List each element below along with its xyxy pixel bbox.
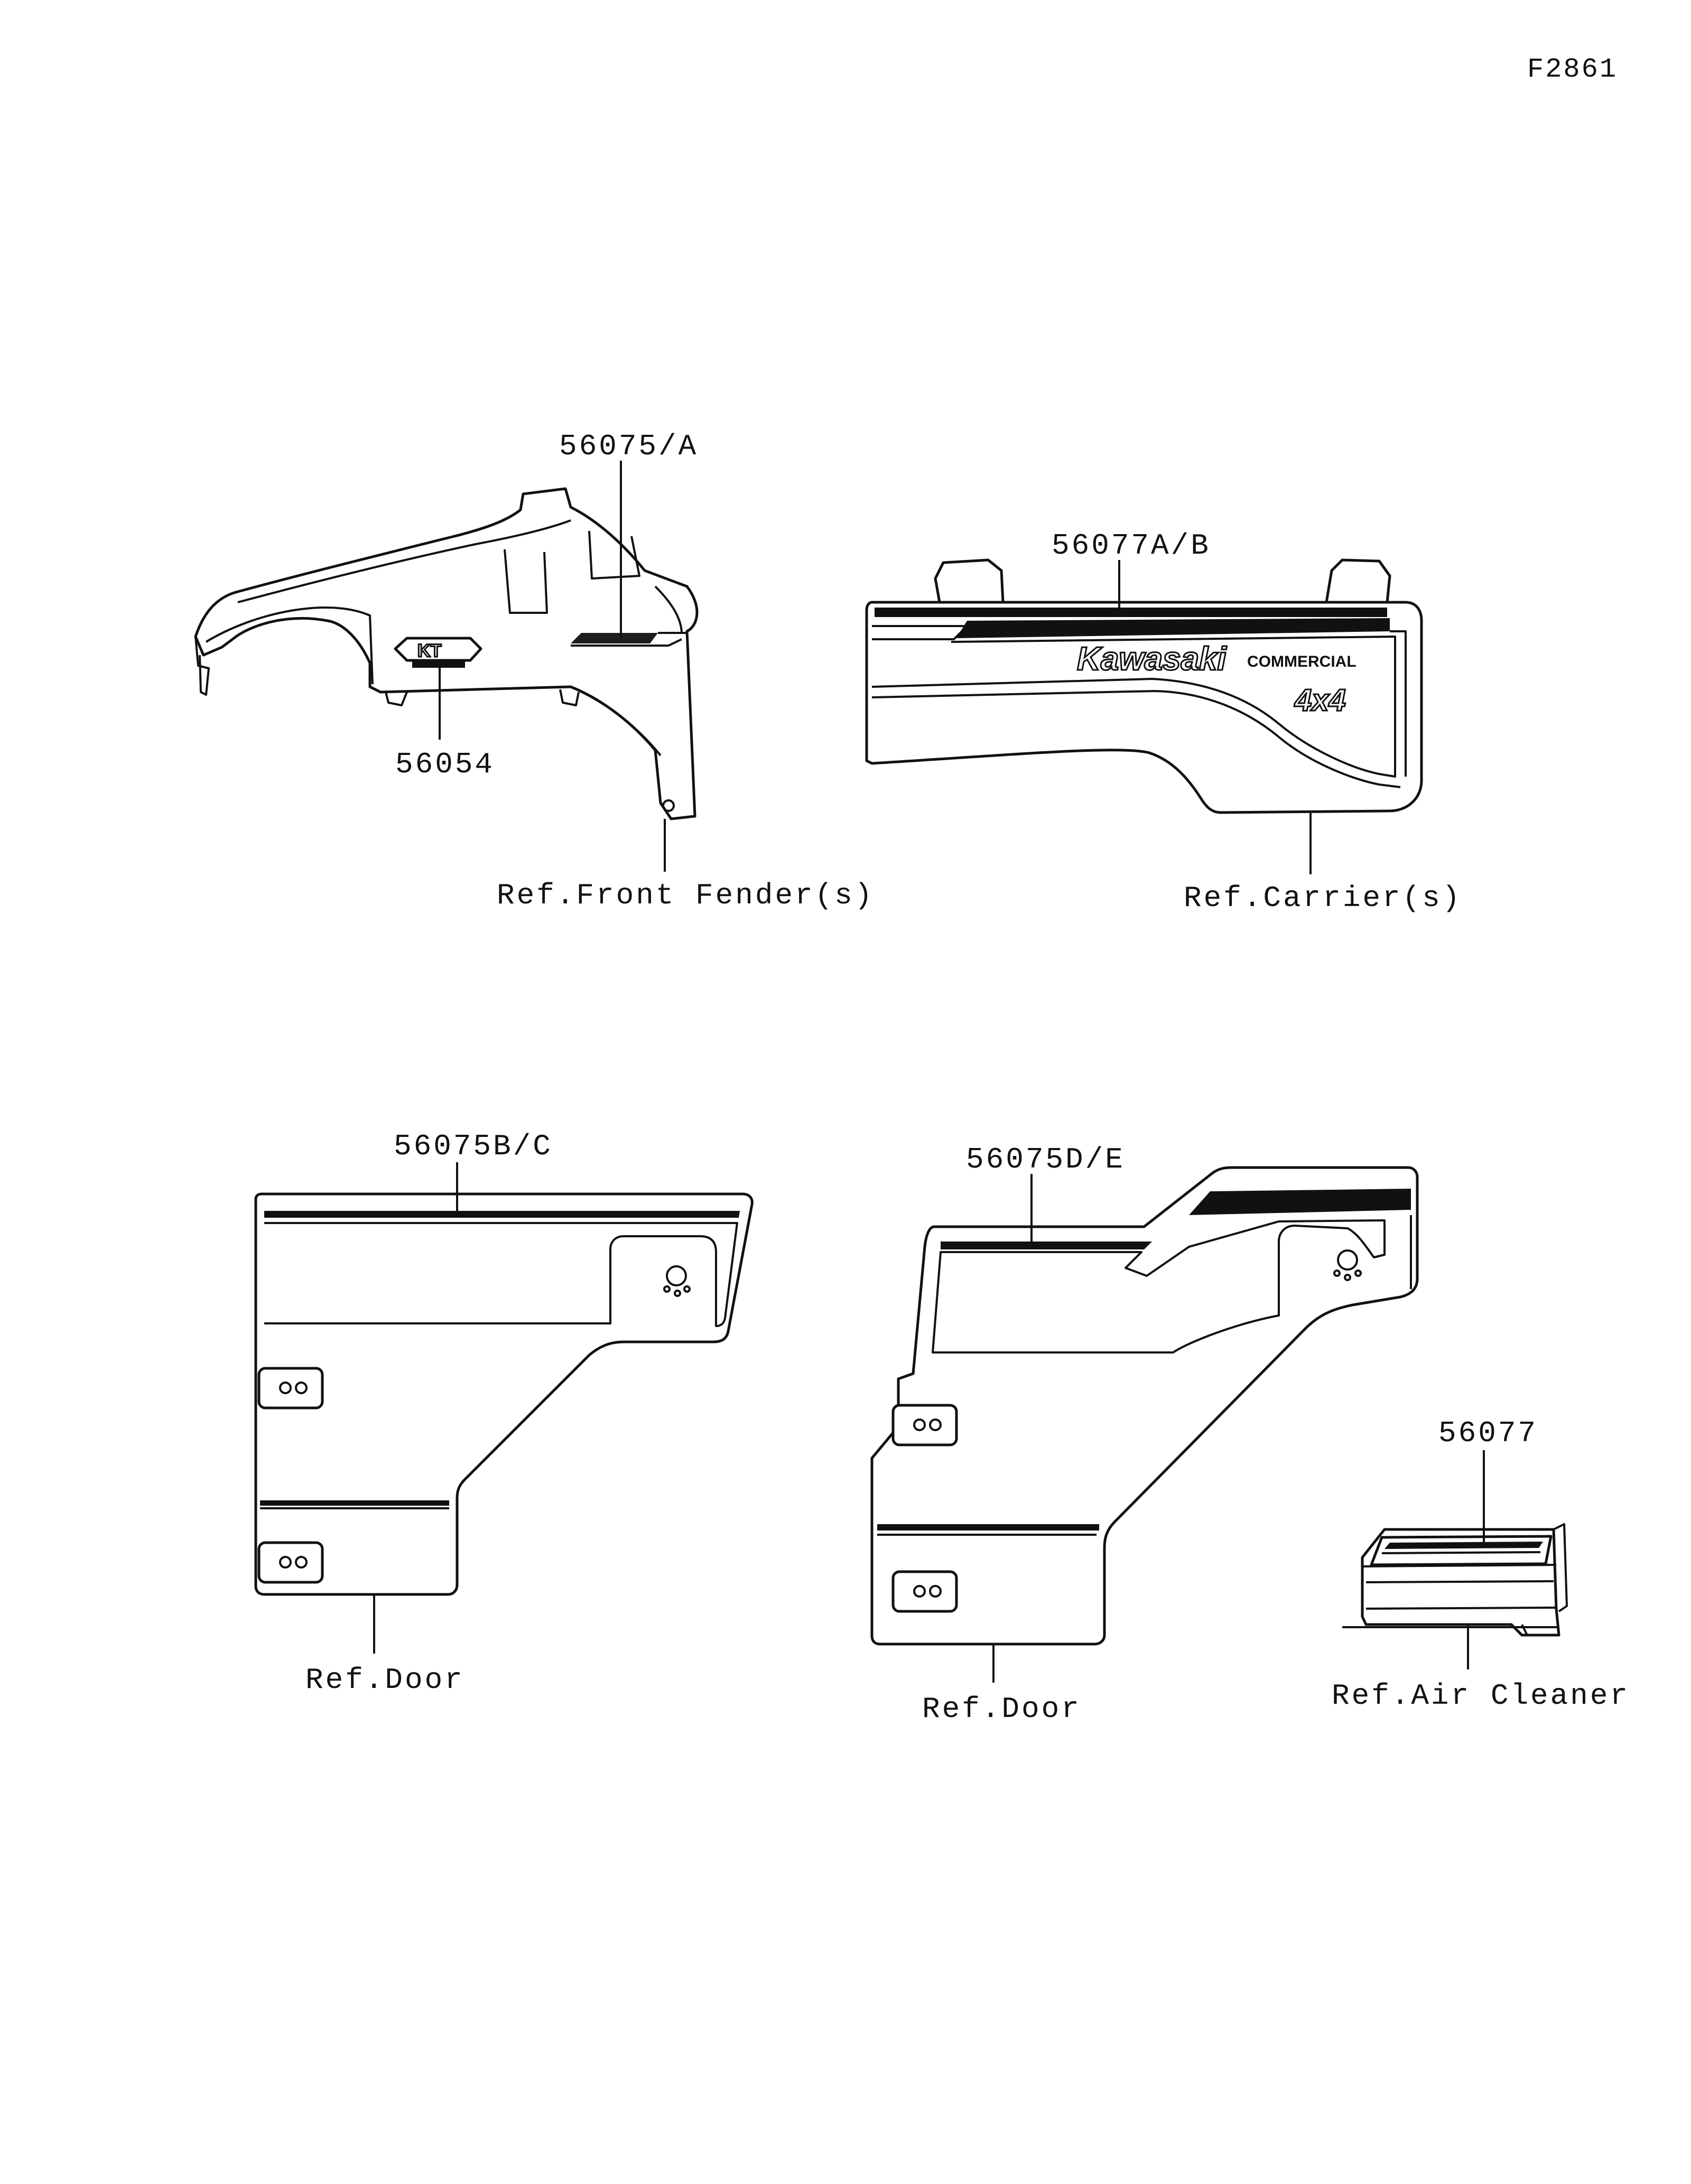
brand-text: Kawasaki [1077,641,1227,677]
callout-56054: 56054 [395,748,495,781]
commercial-text: COMMERCIAL [1247,653,1356,670]
carrier-illustration: Kawasaki COMMERCIAL 4x4 [865,558,1423,814]
ref-door-left: Ref.Door [305,1663,464,1697]
emblem-text: KT [417,641,442,661]
ref-door-right: Ref.Door [922,1692,1081,1726]
air-cleaner-illustration [1342,1523,1568,1637]
figure-id: F2861 [1527,54,1618,85]
ref-carrier: Ref.Carrier(s) [1184,881,1462,915]
door-left-illustration [254,1192,754,1596]
callout-56075b-c: 56075B/C [394,1130,553,1163]
front-fender-illustration: KT [194,487,699,820]
callout-56077a-b: 56077A/B [1052,529,1211,563]
ref-air-cleaner: Ref.Air Cleaner [1332,1679,1630,1713]
callout-56077: 56077 [1438,1416,1538,1450]
door-right-illustration [870,1166,1419,1646]
callout-56075d-e: 56075D/E [966,1143,1125,1177]
ref-front-fender: Ref.Front Fender(s) [497,879,875,912]
drive-text: 4x4 [1294,683,1346,717]
callout-56075-a: 56075/A [559,430,698,463]
